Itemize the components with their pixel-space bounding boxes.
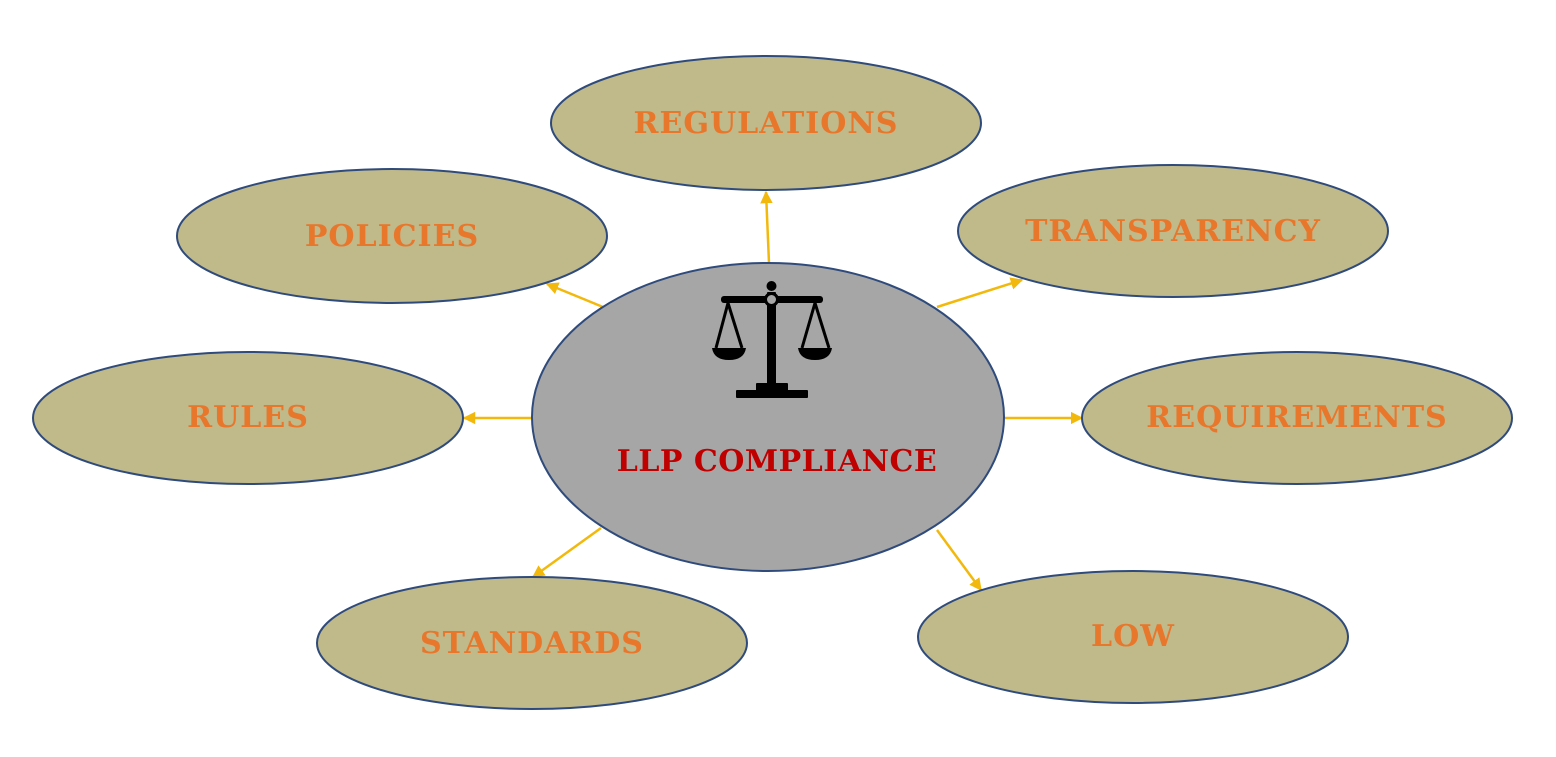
node-transparency-shape bbox=[957, 164, 1389, 298]
node-low: LOW bbox=[917, 570, 1349, 704]
node-transparency: TRANSPARENCY bbox=[957, 164, 1389, 298]
node-policies-shape bbox=[176, 168, 608, 304]
node-transparency-label: TRANSPARENCY bbox=[1025, 214, 1321, 249]
node-standards-label: STANDARDS bbox=[420, 626, 644, 661]
connector-policies bbox=[545, 282, 604, 309]
scales-of-justice-icon bbox=[712, 281, 832, 398]
node-low-label: LOW bbox=[1091, 619, 1175, 654]
node-requirements-shape bbox=[1081, 351, 1513, 485]
connector-regulations bbox=[760, 190, 773, 264]
node-rules-label: RULES bbox=[187, 400, 309, 435]
connectors bbox=[462, 190, 1084, 592]
node-regulations-shape bbox=[550, 55, 982, 191]
center-node: LLP COMPLIANCE bbox=[531, 262, 1005, 572]
node-requirements: REQUIREMENTS bbox=[1081, 351, 1513, 485]
node-rules: RULES bbox=[32, 351, 464, 485]
node-policies-label: POLICIES bbox=[305, 219, 479, 254]
node-regulations: REGULATIONS bbox=[550, 55, 982, 191]
connector-low bbox=[935, 529, 983, 592]
node-rules-shape bbox=[32, 351, 464, 485]
center-node-shape bbox=[531, 262, 1005, 572]
node-policies: POLICIES bbox=[176, 168, 608, 304]
node-standards-shape bbox=[316, 576, 748, 710]
connector-transparency bbox=[936, 277, 1024, 309]
node-regulations-label: REGULATIONS bbox=[634, 106, 899, 141]
center-node-label: LLP COMPLIANCE bbox=[617, 444, 938, 479]
node-standards: STANDARDS bbox=[316, 576, 748, 710]
node-requirements-label: REQUIREMENTS bbox=[1146, 400, 1447, 435]
node-low-shape bbox=[917, 570, 1349, 704]
connector-standards bbox=[531, 526, 602, 579]
